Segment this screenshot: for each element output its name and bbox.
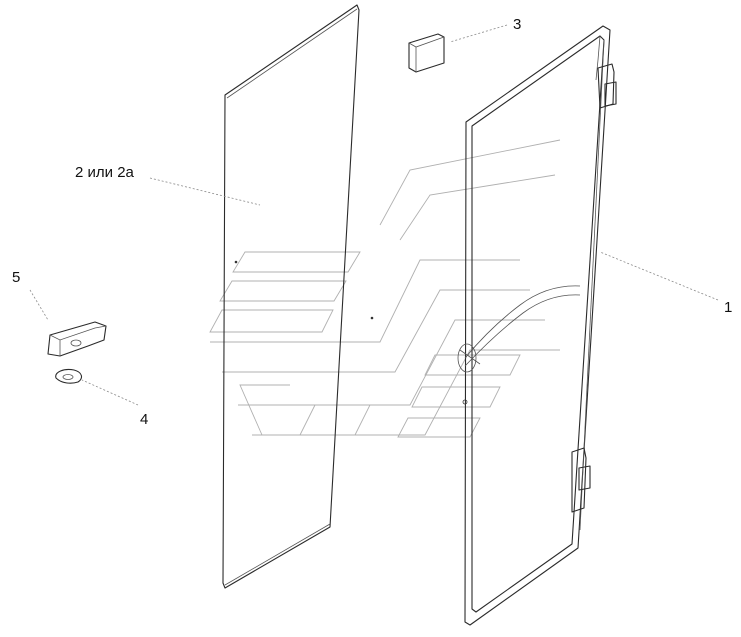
glass-pane xyxy=(222,4,374,589)
callout-part-1: 1 xyxy=(724,299,733,316)
callout-part-3: 3 xyxy=(513,16,522,33)
callout-part-5: 5 xyxy=(12,269,21,286)
door-frame xyxy=(457,25,617,626)
callout-part-4: 4 xyxy=(140,411,149,428)
callout-part-2: 2 или 2а xyxy=(75,164,134,181)
latch-block xyxy=(47,321,107,357)
watermark-logo xyxy=(209,139,561,438)
retaining-ring xyxy=(55,368,83,384)
rubber-pad xyxy=(408,33,445,73)
leader-lines xyxy=(29,24,719,406)
